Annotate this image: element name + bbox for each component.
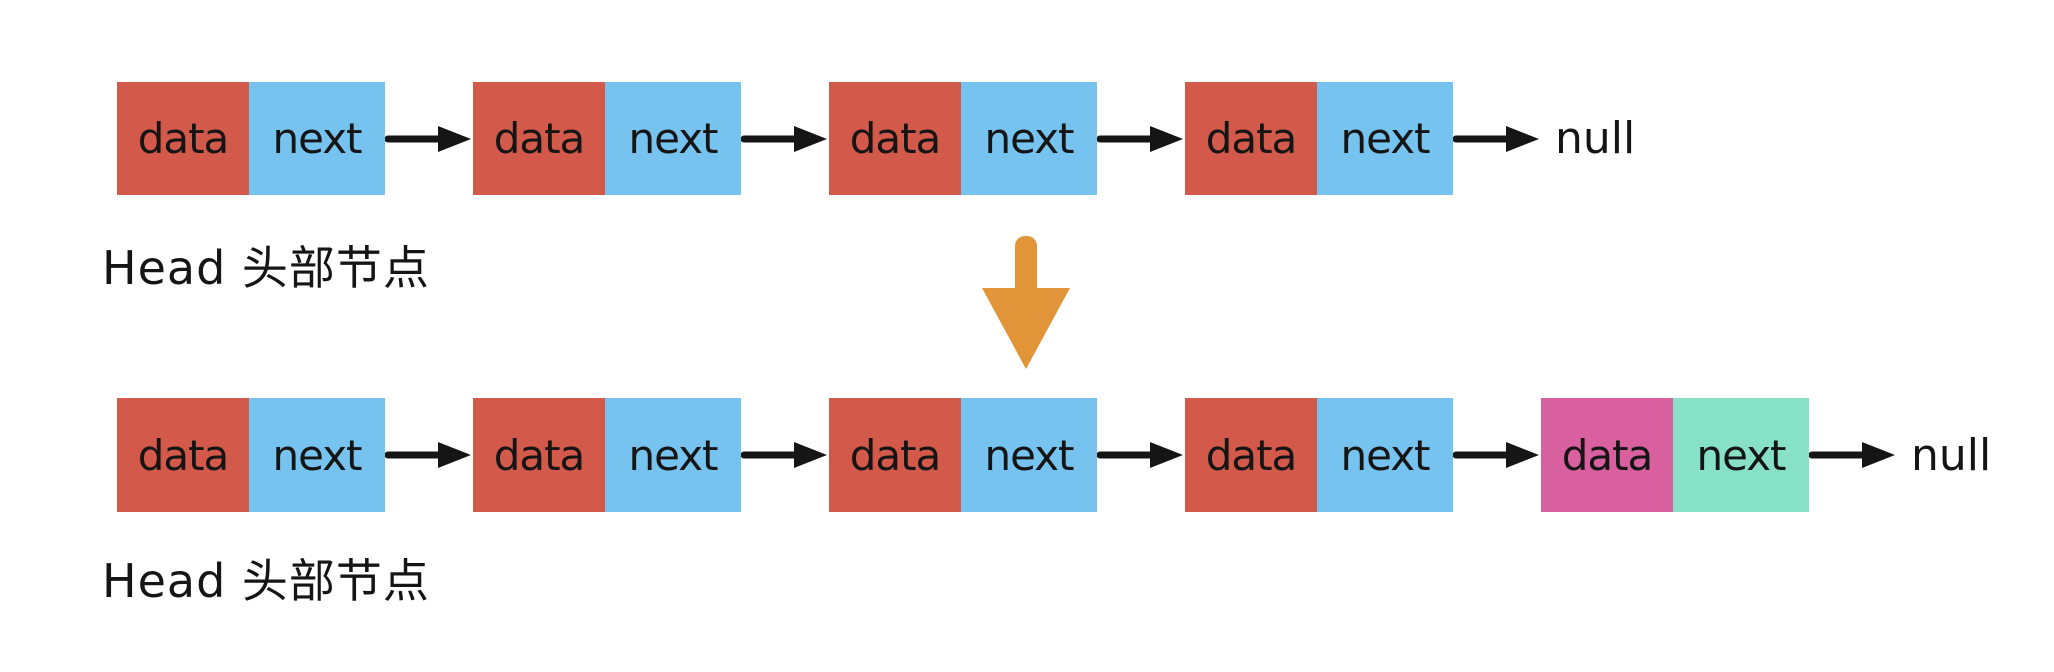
next-pointer-arrow-icon: [1097, 125, 1183, 152]
head-label-after: Head 头部节点: [102, 554, 430, 608]
null-terminator: null: [1555, 113, 1636, 164]
list-node: data next: [117, 82, 385, 195]
data-cell-label: data: [1561, 430, 1654, 480]
next-cell-label: next: [1340, 430, 1430, 480]
list-node: data next: [473, 82, 741, 195]
node-data-cell: data: [1541, 398, 1673, 512]
data-cell-label: data: [849, 430, 942, 480]
node-data-cell: data: [117, 398, 249, 512]
data-cell-label: data: [137, 114, 230, 163]
data-cell-label: data: [1205, 114, 1298, 163]
node-next-cell: next: [249, 398, 385, 512]
next-pointer-arrow-icon: [741, 442, 827, 468]
next-cell-label: next: [272, 430, 362, 480]
list-node: data next: [117, 398, 385, 512]
node-next-cell: next: [1317, 82, 1453, 195]
next-pointer-arrow-icon: [385, 125, 471, 152]
next-cell-label: next: [1340, 114, 1430, 163]
list-node-new: data next: [1541, 398, 1809, 512]
node-next-cell: next: [605, 82, 741, 195]
next-pointer-arrow-icon: [1809, 442, 1895, 468]
node-next-cell: next: [1317, 398, 1453, 512]
node-data-cell: data: [1185, 82, 1317, 195]
data-cell-label: data: [493, 114, 586, 163]
node-data-cell: data: [473, 398, 605, 512]
node-next-cell: next: [961, 82, 1097, 195]
node-next-cell: next: [249, 82, 385, 195]
node-data-cell: data: [117, 82, 249, 195]
down-arrow-icon: [982, 236, 1070, 369]
next-pointer-arrow-icon: [1453, 442, 1539, 468]
next-cell-label: next: [272, 114, 362, 163]
next-pointer-arrow-icon: [741, 125, 827, 152]
node-data-cell: data: [1185, 398, 1317, 512]
data-cell-label: data: [137, 430, 230, 480]
next-cell-label: next: [1696, 430, 1786, 480]
next-pointer-arrow-icon: [385, 442, 471, 468]
next-cell-label: next: [984, 114, 1074, 163]
next-cell-label: next: [984, 430, 1074, 480]
node-data-cell: data: [473, 82, 605, 195]
next-pointer-arrow-icon: [1453, 125, 1539, 152]
linked-list-after: data next data next data next data next: [117, 398, 1991, 512]
list-node: data next: [1185, 398, 1453, 512]
list-node: data next: [473, 398, 741, 512]
node-data-cell: data: [829, 398, 961, 512]
linked-list-before: data next data next data next data next: [117, 82, 1635, 195]
data-cell-label: data: [493, 430, 586, 480]
node-next-cell: next: [1673, 398, 1809, 512]
head-label-before: Head 头部节点: [102, 241, 430, 295]
next-pointer-arrow-icon: [1097, 442, 1183, 468]
list-node: data next: [1185, 82, 1453, 195]
node-data-cell: data: [829, 82, 961, 195]
next-cell-label: next: [628, 114, 718, 163]
node-next-cell: next: [961, 398, 1097, 512]
data-cell-label: data: [1205, 430, 1298, 480]
list-node: data next: [829, 398, 1097, 512]
null-terminator: null: [1911, 429, 1992, 481]
list-node: data next: [829, 82, 1097, 195]
node-next-cell: next: [605, 398, 741, 512]
next-cell-label: next: [628, 430, 718, 480]
data-cell-label: data: [849, 114, 942, 163]
